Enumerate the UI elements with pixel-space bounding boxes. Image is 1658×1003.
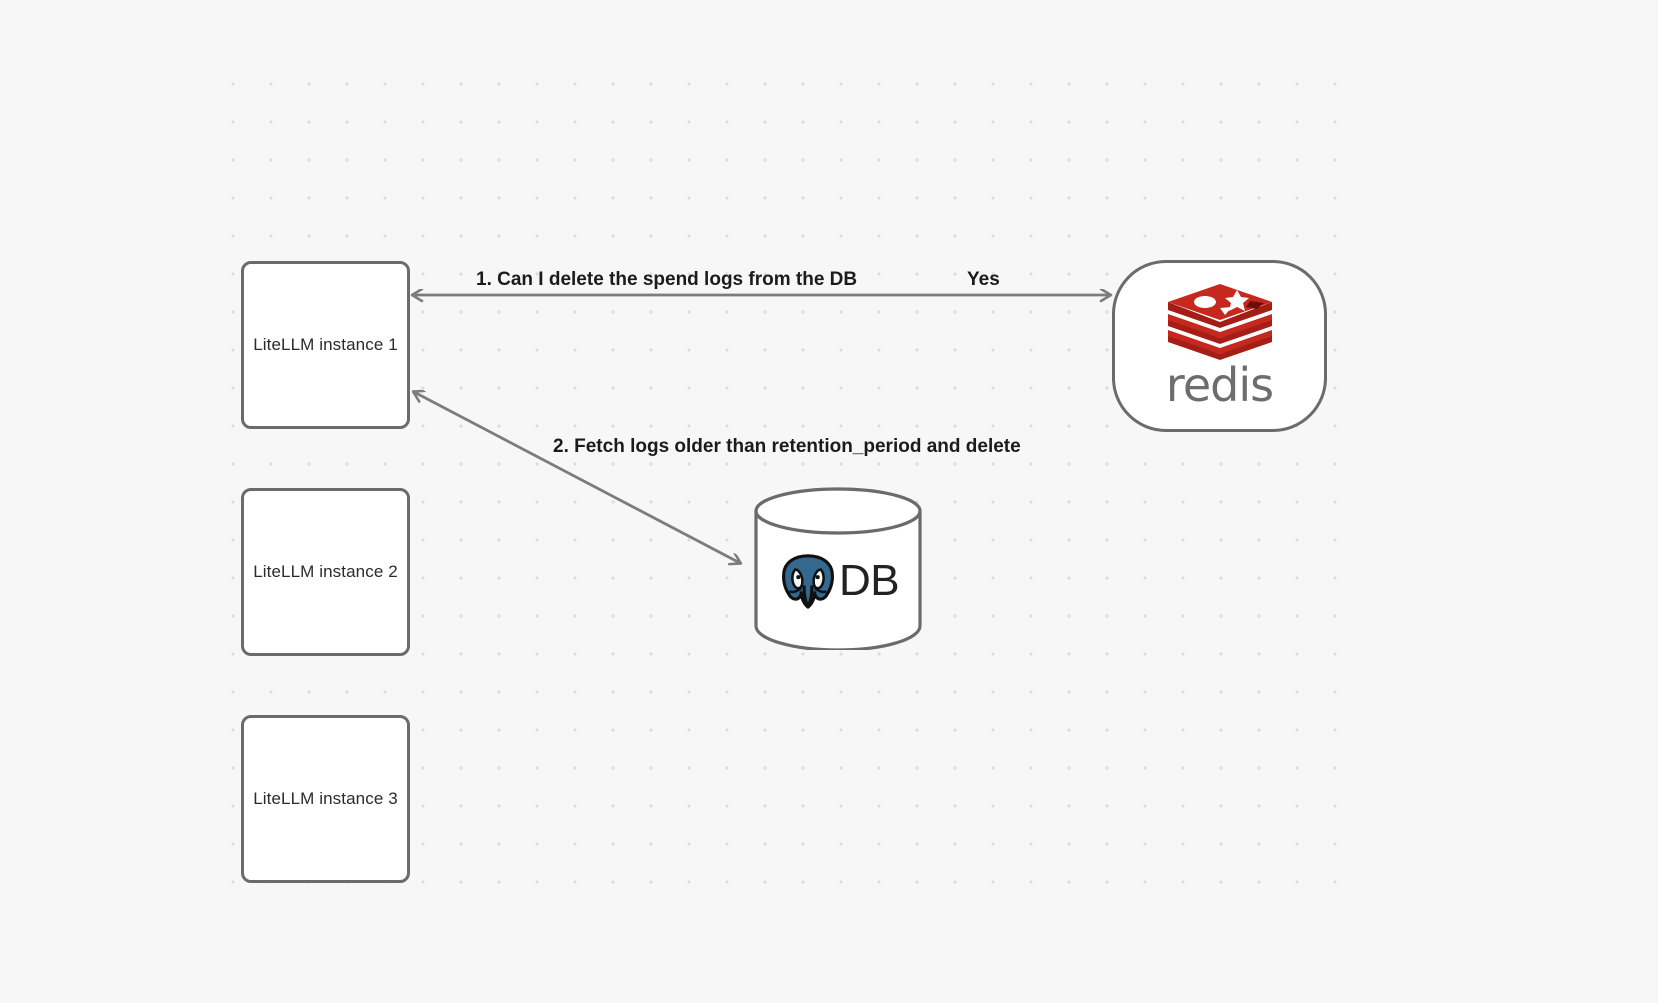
edge-label-1-response: Yes bbox=[967, 269, 1000, 290]
redis-wordmark-label: redis bbox=[1165, 358, 1274, 412]
database-cylinder-shape bbox=[754, 487, 922, 650]
edge-label-2: 2. Fetch logs older than retention_perio… bbox=[553, 436, 1021, 457]
postgresql-elephant-icon bbox=[777, 550, 839, 612]
node-litellm-instance-1[interactable]: LiteLLM instance 1 bbox=[241, 261, 410, 429]
database-label: DB bbox=[838, 555, 900, 605]
node-label-litellm-3: LiteLLM instance 3 bbox=[253, 789, 398, 808]
node-label-litellm-1: LiteLLM instance 1 bbox=[253, 335, 398, 354]
edge-label-1: 1. Can I delete the spend logs from the … bbox=[476, 269, 858, 290]
node-redis[interactable]: redis bbox=[1112, 260, 1327, 432]
node-litellm-instance-2[interactable]: LiteLLM instance 2 bbox=[241, 488, 410, 656]
node-database[interactable]: DB bbox=[752, 487, 924, 650]
edge-litellm1-to-database bbox=[414, 392, 740, 563]
redis-logo-icon bbox=[1164, 284, 1276, 360]
node-litellm-instance-3[interactable]: LiteLLM instance 3 bbox=[241, 715, 410, 883]
node-label-litellm-2: LiteLLM instance 2 bbox=[253, 562, 398, 581]
